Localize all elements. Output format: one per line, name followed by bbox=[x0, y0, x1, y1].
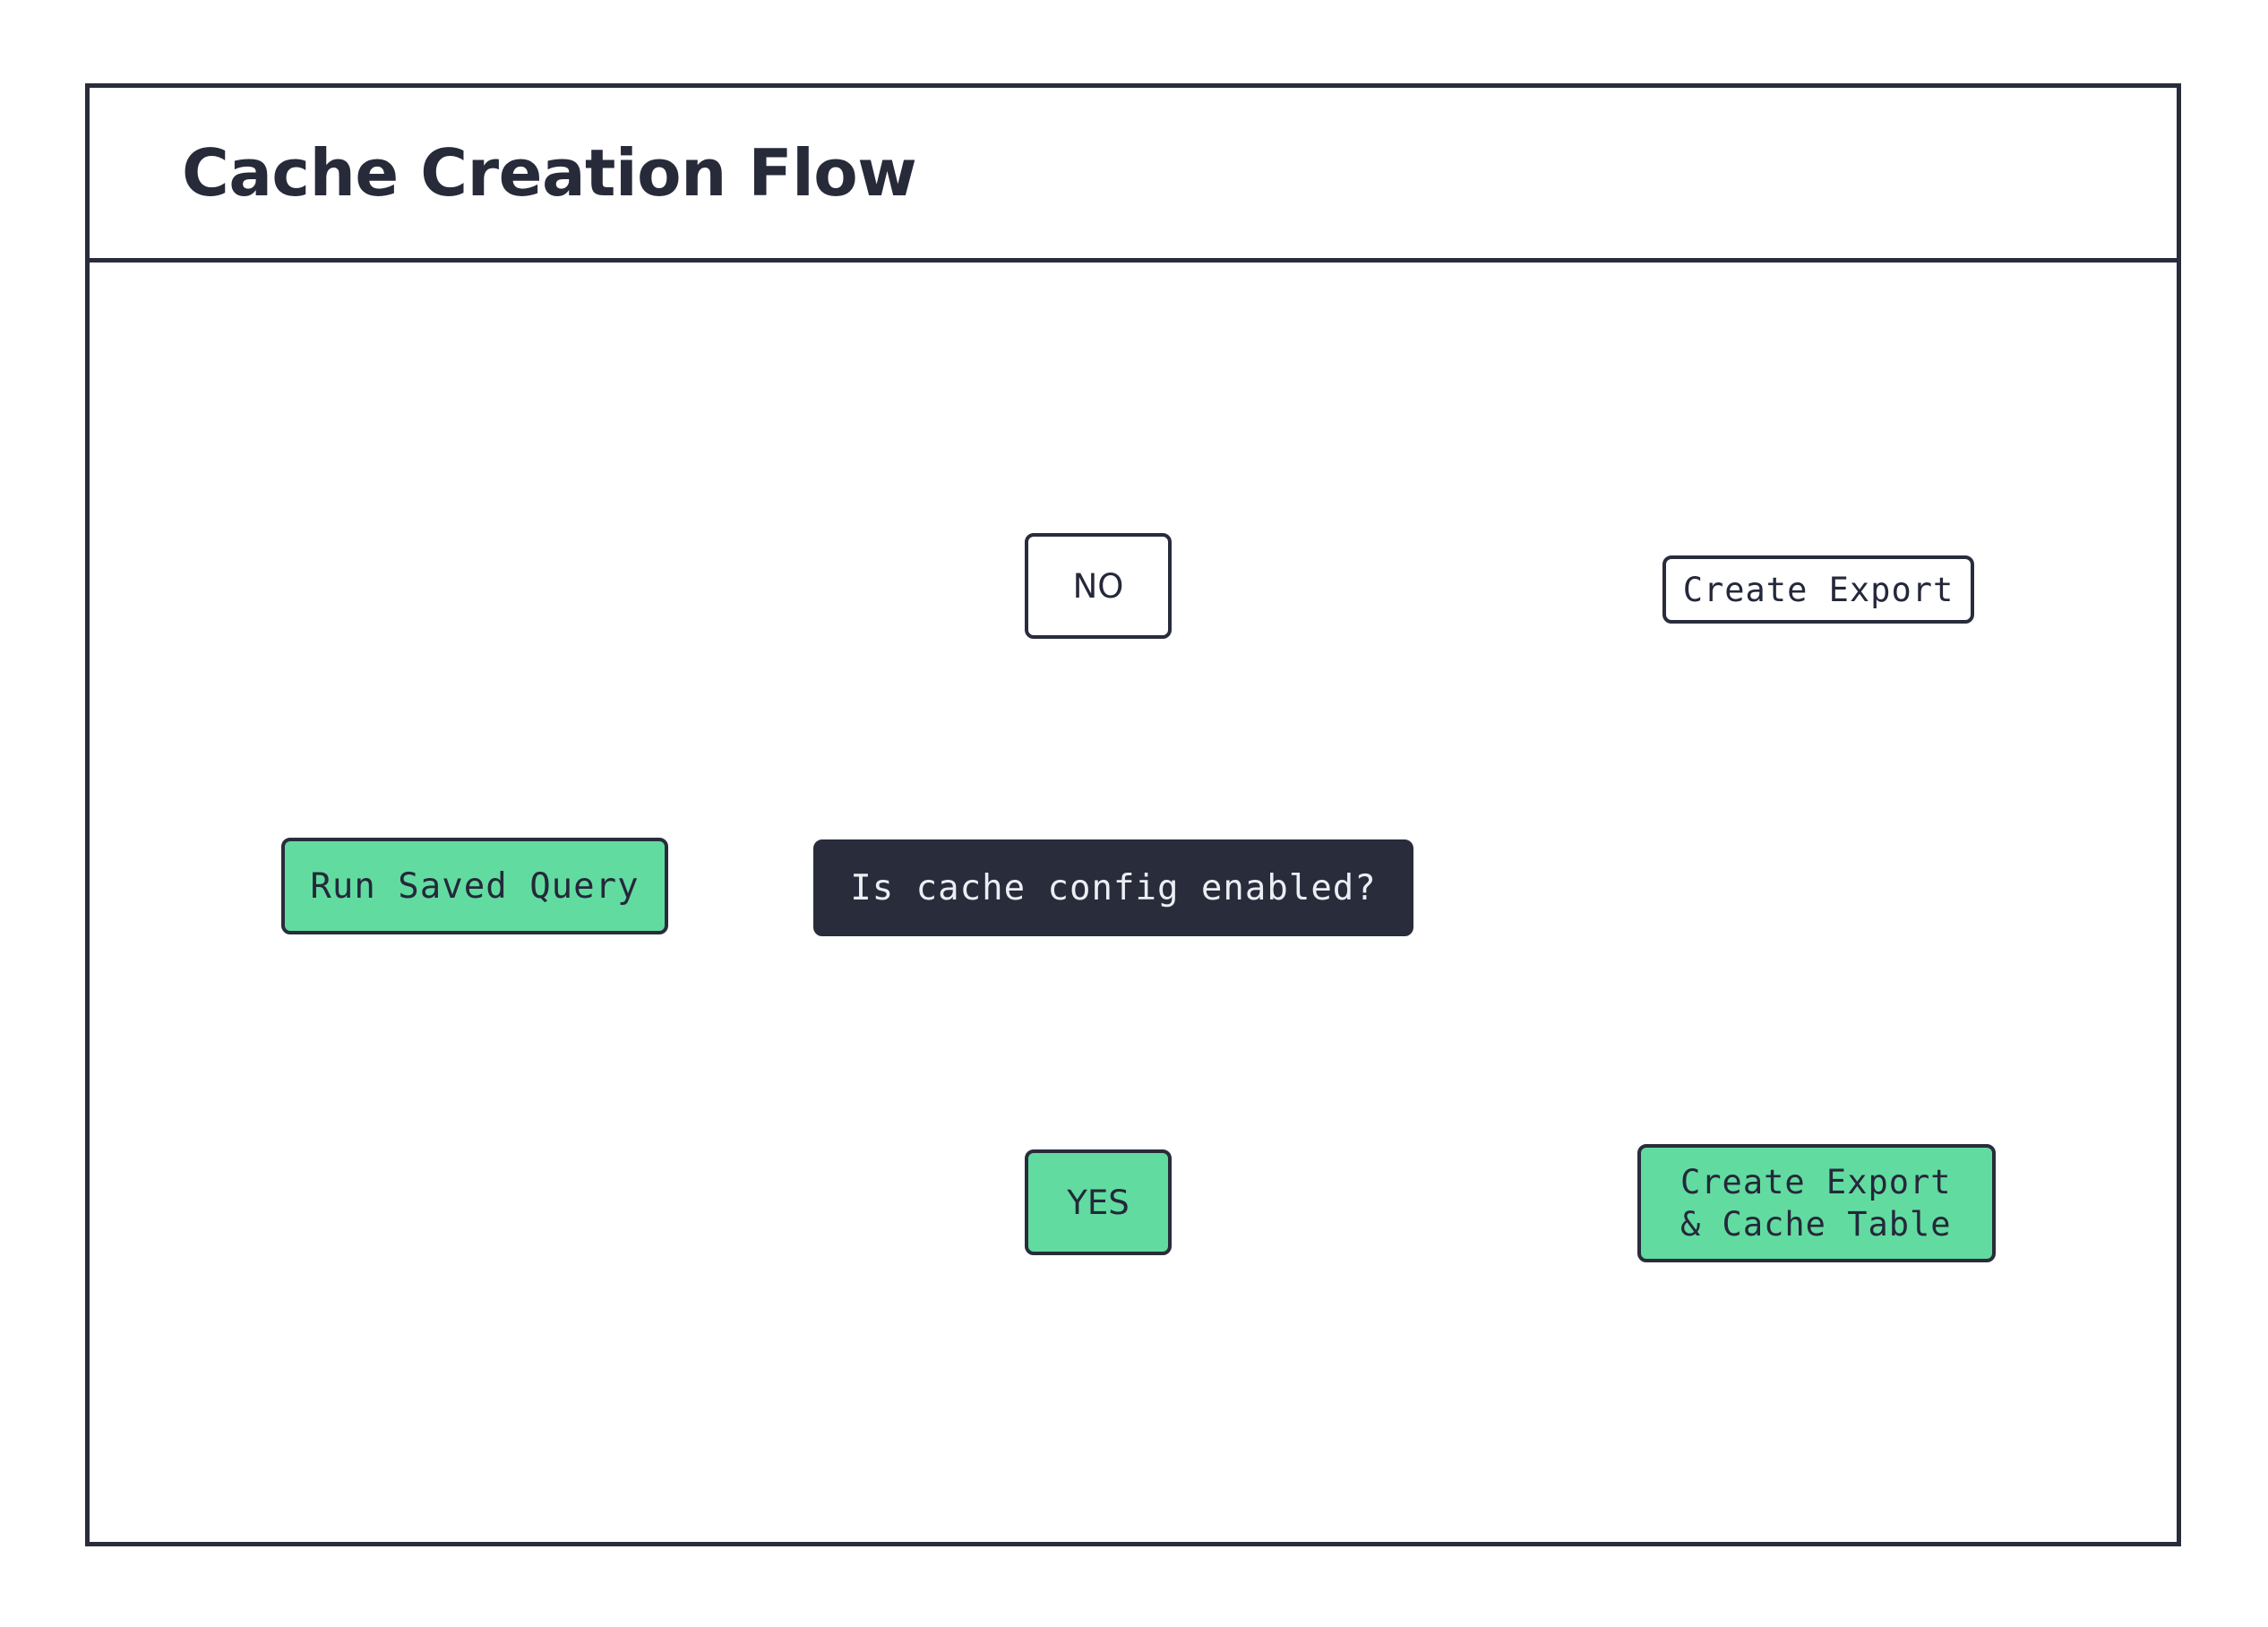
edge-label-yes[interactable]: YES bbox=[1025, 1149, 1172, 1255]
node-run-saved-query-label: Run Saved Query bbox=[310, 865, 640, 907]
node-create-export-cache-label-line-1: Create Export bbox=[1680, 1162, 1952, 1201]
edge-label-no-text: NO bbox=[1072, 566, 1124, 606]
diagram-title-bar: Cache Creation Flow bbox=[90, 88, 2177, 263]
edge-label-yes-text: YES bbox=[1067, 1183, 1130, 1222]
node-decision-is-cache-config-enabled[interactable]: Is cache config enabled? bbox=[813, 839, 1413, 936]
node-create-export[interactable]: Create Export bbox=[1662, 555, 1974, 624]
node-decision-label: Is cache config enabled? bbox=[850, 867, 1377, 908]
diagram-frame: Cache Creation Flow bbox=[85, 83, 2181, 1546]
node-run-saved-query[interactable]: Run Saved Query bbox=[281, 838, 668, 934]
node-create-export-label: Create Export bbox=[1682, 570, 1954, 609]
node-create-export-and-cache-table[interactable]: Create Export & Cache Table bbox=[1637, 1144, 1996, 1262]
page-title: Cache Creation Flow bbox=[182, 135, 917, 211]
node-create-export-cache-label-line-2: & Cache Table bbox=[1680, 1205, 1952, 1244]
edge-label-no[interactable]: NO bbox=[1025, 533, 1172, 639]
